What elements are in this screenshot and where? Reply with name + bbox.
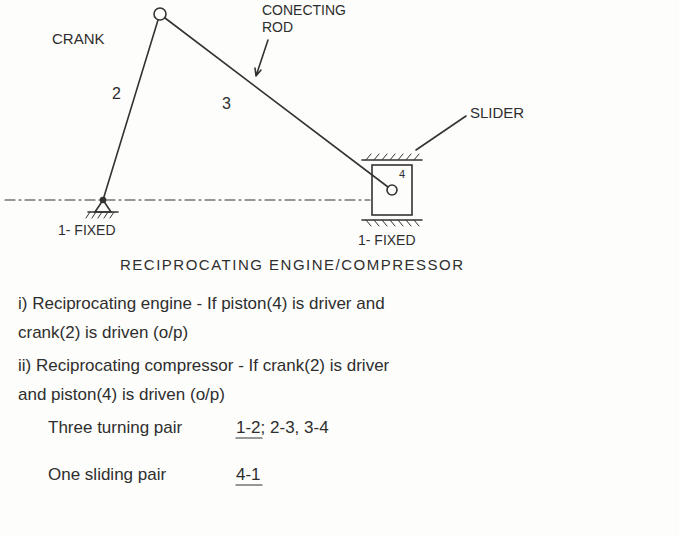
part-name: SLIDER <box>470 104 524 122</box>
caption-text: RECIPROCATING ENGINE/COMPRESSOR <box>120 256 465 274</box>
underline <box>236 437 262 438</box>
link-number: 4 <box>399 168 405 181</box>
leader-line <box>416 116 466 150</box>
pair-list: 4-1 <box>236 465 261 485</box>
connecting-rod <box>165 18 388 187</box>
fixed-label: 1- FIXED <box>58 222 116 239</box>
fixed-label: 1- FIXED <box>358 232 416 249</box>
link-number: 3 <box>222 94 231 113</box>
slider-pin <box>387 185 397 195</box>
link-number: 2 <box>112 84 121 103</box>
underline <box>236 484 262 485</box>
note-text: i) Reciprocating engine - If piston(4) i… <box>18 290 418 348</box>
guide-top <box>362 159 422 161</box>
slider-block <box>372 165 412 215</box>
part-name: CRANK <box>52 30 105 48</box>
note-text: Three turning pair <box>48 418 182 438</box>
note-text: One sliding pair <box>48 465 166 485</box>
crank-pin <box>154 8 166 20</box>
note-text: ii) Reciprocating compressor - If crank(… <box>18 352 418 410</box>
crank-link <box>103 20 158 200</box>
center-line <box>5 199 370 200</box>
part-name: CONECTING ROD <box>262 2 362 36</box>
leader-line <box>255 40 268 76</box>
guide-bottom <box>362 219 422 221</box>
pair-list: 1-2; 2-3, 3-4 <box>236 418 329 438</box>
